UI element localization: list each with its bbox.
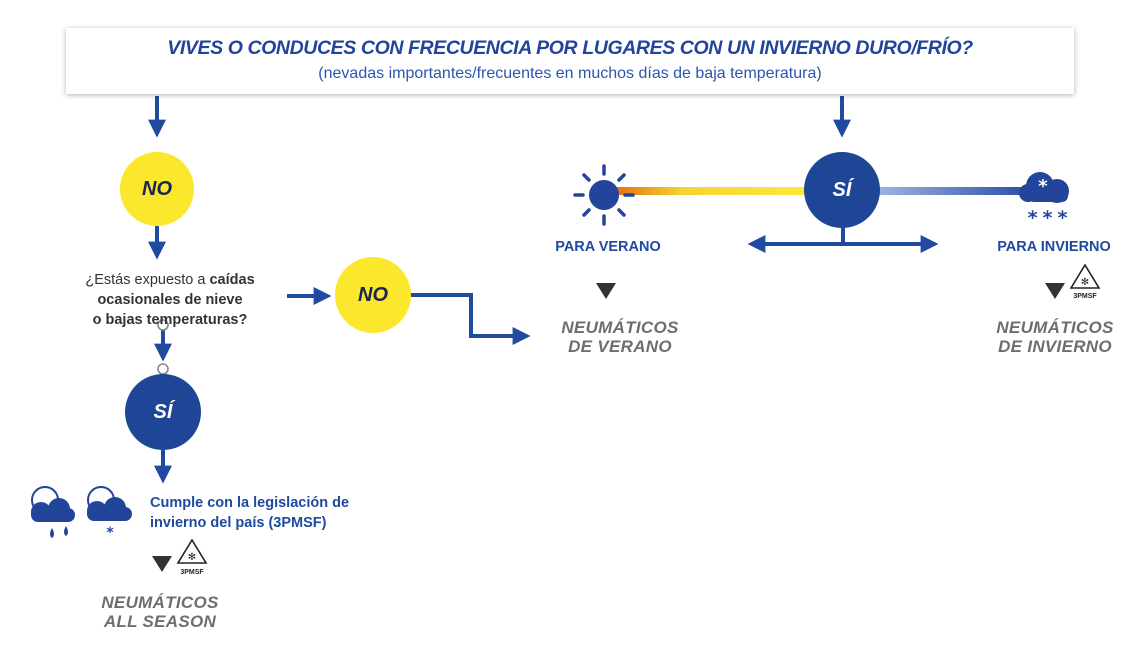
3pmsf-badge-icon: ✻ 3PMSF [1069, 263, 1101, 300]
legislation-line-1: Cumple con la legislación de [150, 495, 350, 511]
legislation-line-2: invierno del país (3PMSF) [150, 515, 327, 531]
header-question: VIVES O CONDUCES CON FRECUENCIA POR LUGA… [167, 37, 973, 59]
question-exposure: ¿Estás expuesto a caídas ocasionales de … [60, 270, 280, 330]
double-arrow [747, 226, 939, 253]
question-bold-3: o bajas temperaturas [92, 312, 239, 328]
allseason-result: NEUMÁTICOS ALL SEASON [70, 593, 250, 631]
winter-result-line-2: DE INVIERNO [998, 337, 1112, 356]
winter-result: NEUMÁTICOS DE INVIERNO [970, 318, 1140, 356]
summer-gradient-bar [616, 187, 808, 195]
question-bold-2: ocasionales de nieve [97, 292, 243, 308]
down-triangle-allseason [152, 556, 172, 572]
rain-cloud-icon [31, 486, 75, 538]
legislation-text: Cumple con la legislación de invierno de… [150, 493, 400, 533]
down-triangle-summer [596, 283, 616, 299]
snow-cloud-icon: * *** [1019, 172, 1073, 229]
winter-gradient-bar [876, 187, 1028, 195]
arrow-no-to-summer [411, 293, 531, 345]
allseason-result-line-2: ALL SEASON [103, 612, 217, 631]
sun-icon [573, 164, 635, 226]
svg-text:*: * [106, 525, 114, 541]
no-label-1: NO [142, 177, 172, 200]
question-prefix: ¿Estás expuesto a [85, 272, 210, 288]
winter-label: PARA INVIERNO [997, 239, 1111, 255]
snow-cloud-small-icon: * [87, 486, 132, 541]
si-circle-2 [804, 152, 880, 228]
svg-text:*: * [1038, 176, 1048, 197]
allseason-result-line-1: NEUMÁTICOS [101, 593, 219, 612]
3pmsf-badge-label-2: 3PMSF [180, 569, 204, 576]
question-suffix: ? [238, 312, 248, 328]
no-circle-1 [120, 152, 194, 226]
down-triangle-winter [1045, 283, 1065, 299]
si-circle-1 [125, 374, 201, 450]
3pmsf-badge-icon-2: ✻ 3PMSF [176, 538, 208, 576]
3pmsf-badge-label: 3PMSF [1073, 293, 1097, 300]
header-subtitle: (nevadas importantes/frecuentes en mucho… [318, 65, 822, 82]
svg-text:***: *** [1028, 207, 1073, 229]
no-label-2: NO [358, 283, 388, 306]
summer-result-line-2: DE VERANO [568, 337, 672, 356]
no-circle-2 [335, 257, 411, 333]
winter-result-line-1: NEUMÁTICOS [996, 318, 1114, 337]
summer-result-line-1: NEUMÁTICOS [561, 318, 679, 337]
svg-text:✻: ✻ [188, 552, 196, 563]
header-question-box: VIVES O CONDUCES CON FRECUENCIA POR LUGA… [66, 28, 1074, 94]
summer-label: PARA VERANO [555, 239, 661, 255]
connector-question-to-si [154, 319, 172, 375]
si-label-1: SÍ [153, 400, 173, 423]
summer-result: NEUMÁTICOS DE VERANO [530, 318, 710, 356]
svg-text:✻: ✻ [1081, 277, 1089, 288]
question-bold-1: caídas [209, 272, 255, 288]
si-label-2: SÍ [832, 178, 852, 201]
